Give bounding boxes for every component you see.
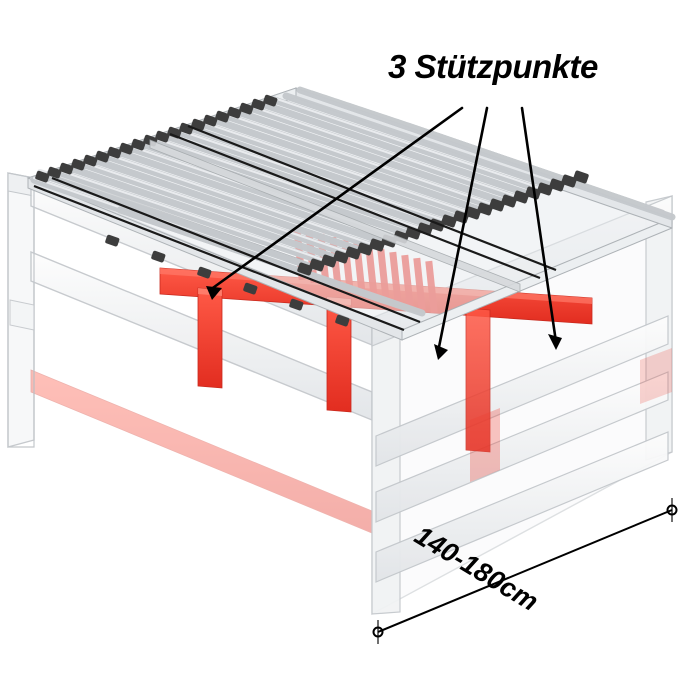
pointer-lines <box>208 106 558 354</box>
pointer-line-1 <box>208 106 464 292</box>
support-foot-3 <box>465 307 491 453</box>
base-rail-front <box>27 177 403 341</box>
support-points-label: 3 Stützpunkte <box>388 48 598 85</box>
pointer-line-3 <box>520 106 558 344</box>
slat-holders-front <box>297 170 589 276</box>
slat-holders-left <box>35 94 278 183</box>
slats-right-panel <box>296 86 676 221</box>
support-foot-1 <box>197 287 223 389</box>
slat-holders-bottom <box>105 234 350 327</box>
dimension-line <box>372 498 678 644</box>
frame-left-footboard <box>9 299 35 331</box>
base-center-straps <box>33 124 557 332</box>
frame-front-left-post <box>7 172 35 448</box>
pointer-arrowheads <box>206 286 562 360</box>
right-panel-red-strip-2 <box>640 348 672 404</box>
right-panel-red-strip <box>470 408 500 482</box>
pointer-line-2 <box>436 106 489 354</box>
base-center-rail <box>149 139 521 293</box>
slatted-bed-base <box>26 86 676 341</box>
